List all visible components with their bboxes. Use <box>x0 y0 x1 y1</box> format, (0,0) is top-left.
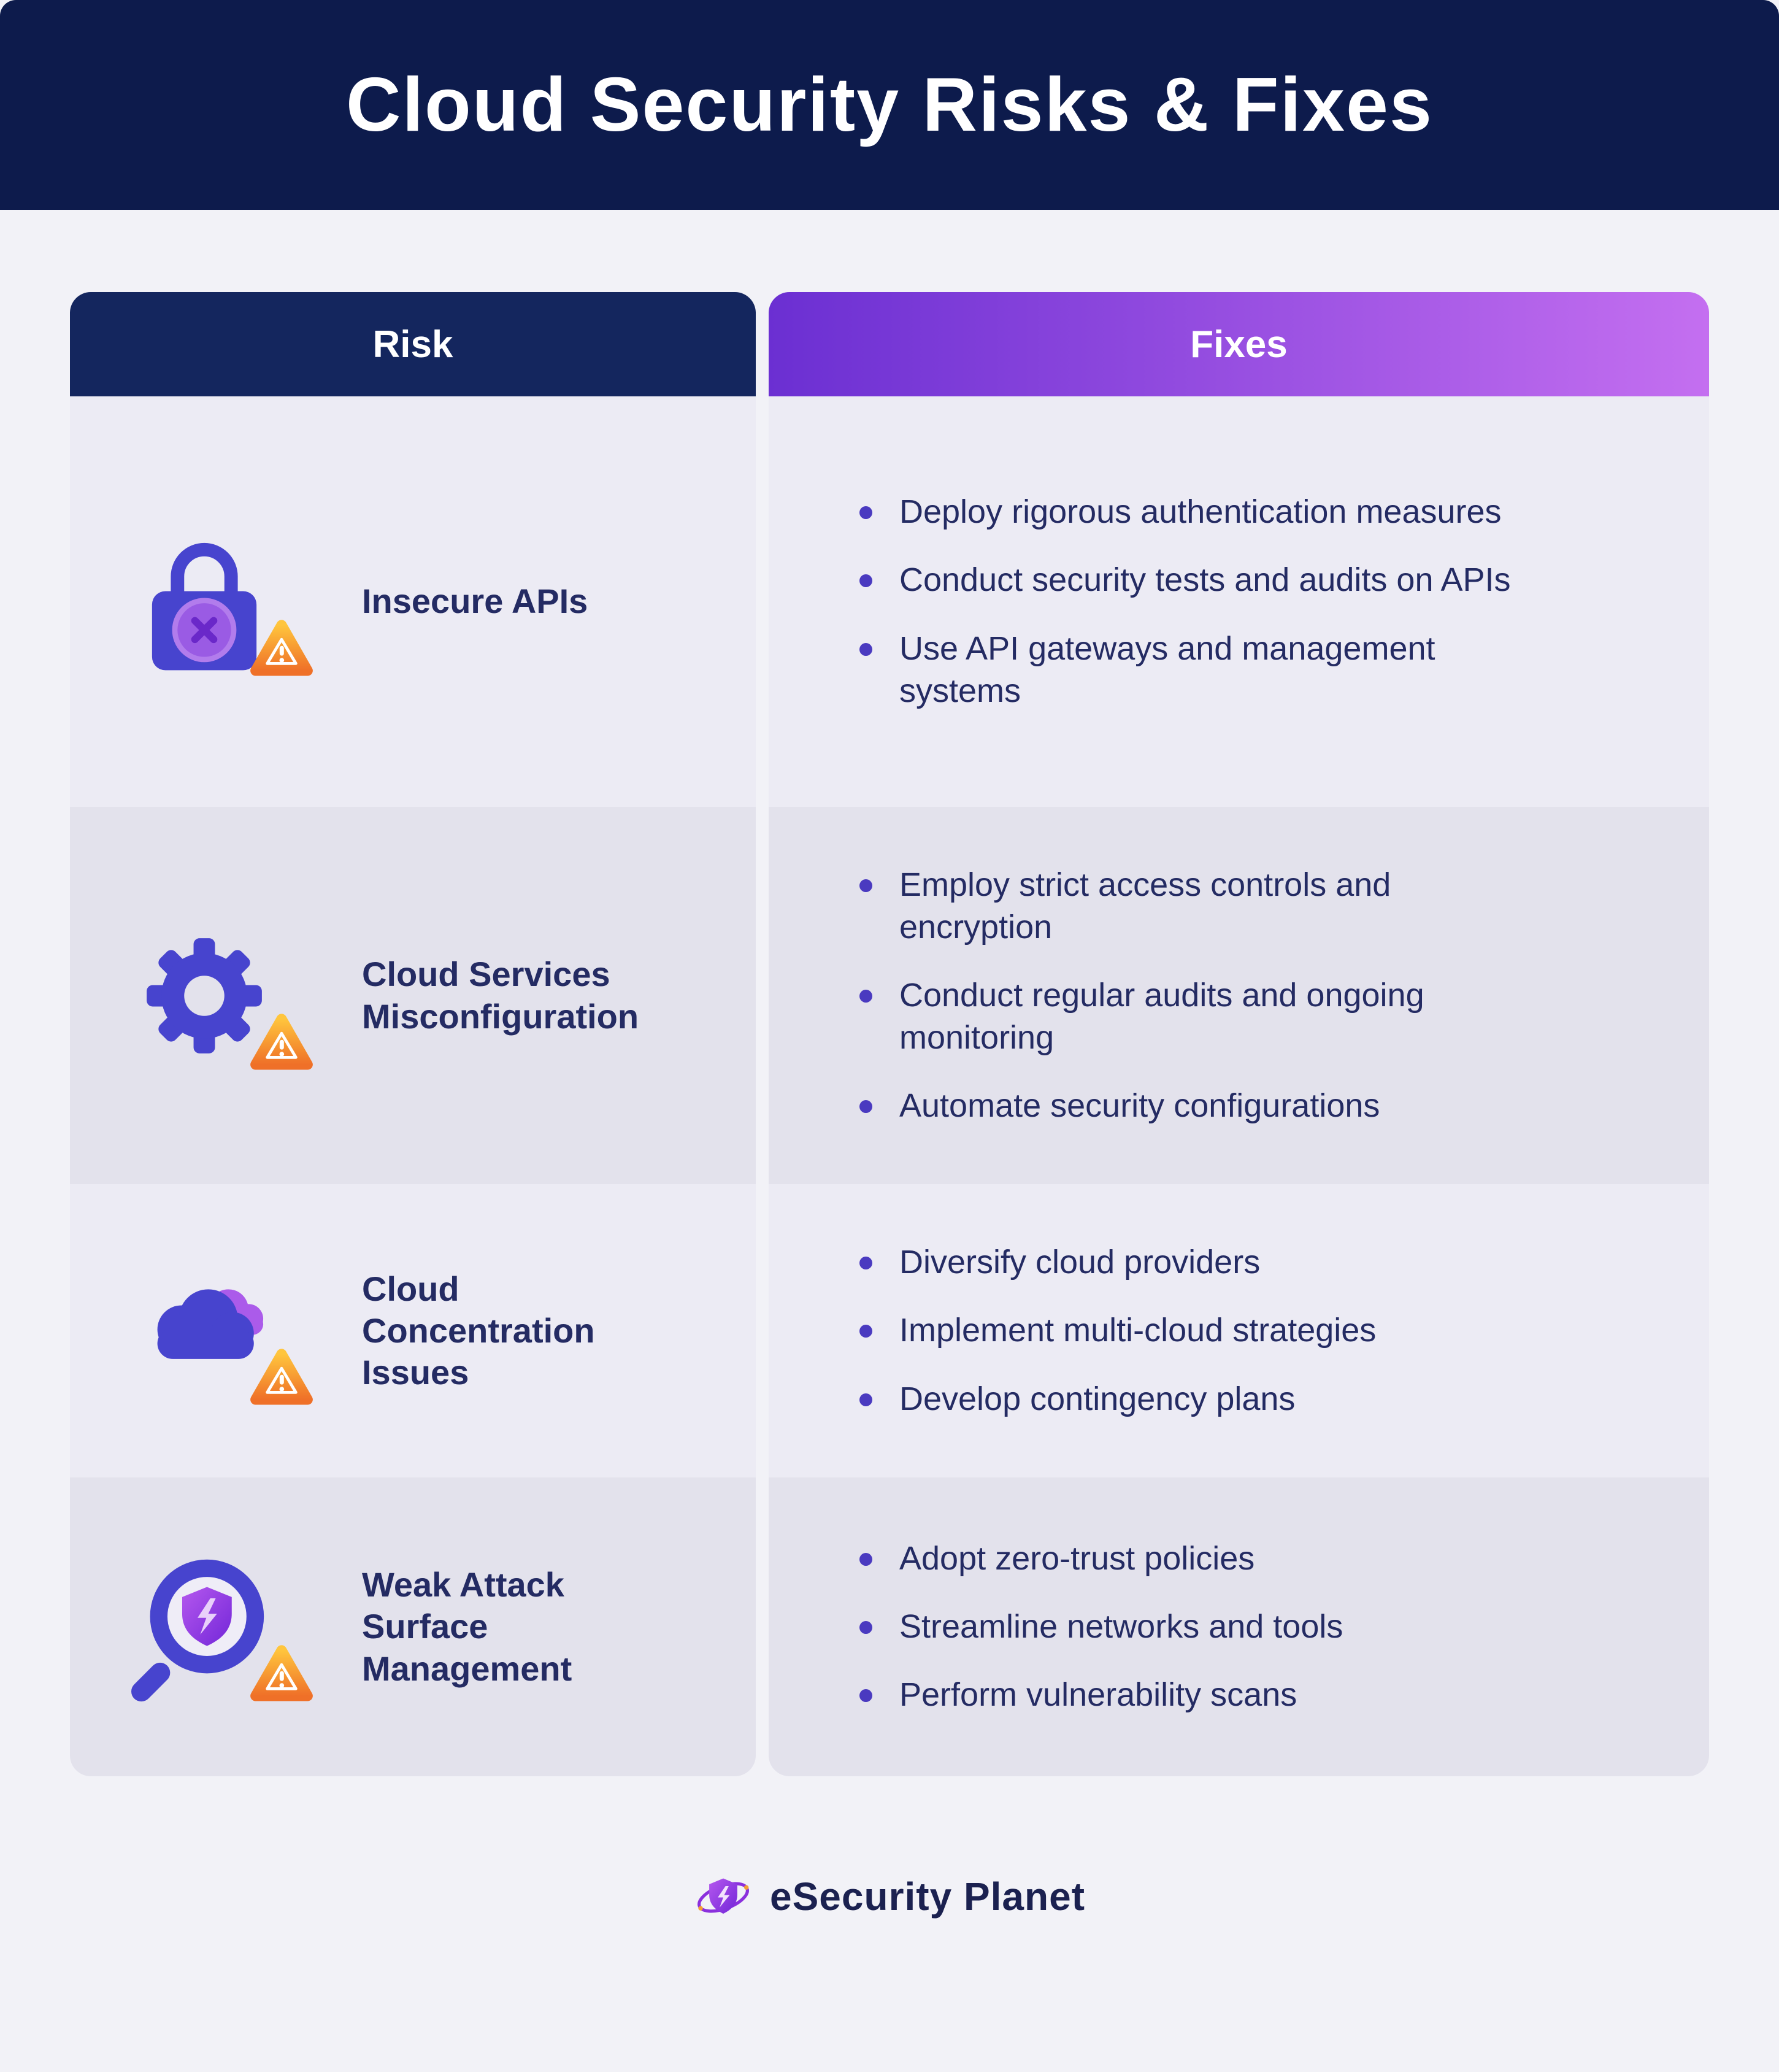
bullet-dot <box>859 1393 872 1406</box>
title-banner: Cloud Security Risks & Fixes <box>0 0 1779 210</box>
page-title: Cloud Security Risks & Fixes <box>346 63 1433 147</box>
risk-cell-misconfiguration: Cloud Services Misconfiguration <box>70 807 756 1184</box>
fix-item: Use API gateways and management systems <box>859 628 1525 712</box>
fix-item: Implement multi-cloud strategies <box>859 1309 1376 1352</box>
bullet-dot <box>859 1325 872 1338</box>
fixes-list: Diversify cloud providers Implement mult… <box>859 1241 1376 1420</box>
footer-brand: eSecurity Planet <box>0 1868 1779 1925</box>
esecurity-planet-logo-icon <box>697 1878 749 1914</box>
fixes-list: Deploy rigorous authentication measures … <box>859 491 1525 712</box>
fix-item: Employ strict access controls and encryp… <box>859 864 1525 949</box>
fix-item: Conduct regular audits and ongoing monit… <box>859 974 1525 1059</box>
fixes-list: Employ strict access controls and encryp… <box>859 864 1525 1128</box>
fix-item: Diversify cloud providers <box>859 1241 1376 1284</box>
fix-item: Deploy rigorous authentication measures <box>859 491 1525 533</box>
risk-fixes-table: Risk Fixes In <box>70 292 1709 1776</box>
bullet-dot <box>859 1552 872 1566</box>
fixes-cell-insecure-apis: Deploy rigorous authentication measures … <box>769 396 1709 807</box>
fix-item: Streamline networks and tools <box>859 1606 1343 1648</box>
warning-triangle-icon <box>250 619 313 676</box>
fix-item: Automate security configurations <box>859 1085 1525 1127</box>
risk-label: Insecure APIs <box>362 582 588 621</box>
bullet-dot <box>859 1620 872 1634</box>
fixes-column-header: Fixes <box>769 292 1709 396</box>
magnifier-shield-icon <box>131 1559 264 1701</box>
fixes-cell-concentration: Diversify cloud providers Implement mult… <box>769 1184 1709 1477</box>
misconfiguration-gear-icon <box>124 913 314 1079</box>
cloud-concentration-icon <box>124 1248 314 1414</box>
fix-item: Conduct security tests and audits on API… <box>859 559 1525 601</box>
risk-label: Weak Attack Surface Management <box>362 1565 572 1688</box>
risk-label: Cloud Services Misconfiguration <box>362 955 639 1036</box>
cloud-icon <box>157 1289 264 1359</box>
warning-triangle-icon <box>250 1013 313 1070</box>
fixes-cell-attack-surface: Adopt zero-trust policies Streamline net… <box>769 1477 1709 1776</box>
fixes-cell-misconfiguration: Employ strict access controls and encryp… <box>769 807 1709 1184</box>
bullet-dot <box>859 879 872 892</box>
fixes-header-label: Fixes <box>1190 323 1288 366</box>
lock-icon <box>152 542 257 670</box>
bullet-dot <box>859 1689 872 1703</box>
fix-item: Perform vulnerability scans <box>859 1674 1343 1716</box>
bullet-dot <box>859 642 872 656</box>
attack-surface-magnifier-icon <box>124 1544 314 1710</box>
fixes-list: Adopt zero-trust policies Streamline net… <box>859 1538 1343 1716</box>
risk-cell-concentration: Cloud Concentration Issues <box>70 1184 756 1477</box>
brand-name: eSecurity Planet <box>770 1874 1085 1919</box>
risk-cell-attack-surface: Weak Attack Surface Management <box>70 1477 756 1776</box>
warning-triangle-icon <box>250 1349 313 1405</box>
risk-label: Cloud Concentration Issues <box>362 1269 595 1392</box>
bullet-dot <box>859 574 872 588</box>
risk-header-label: Risk <box>372 323 453 366</box>
bullet-dot <box>859 989 872 1003</box>
risk-cell-insecure-apis: Insecure APIs <box>70 396 756 807</box>
fix-item: Develop contingency plans <box>859 1378 1376 1420</box>
fix-item: Adopt zero-trust policies <box>859 1538 1343 1580</box>
risk-column-header: Risk <box>70 292 756 396</box>
insecure-api-lock-icon <box>124 519 314 685</box>
bullet-dot <box>859 1257 872 1270</box>
bullet-dot <box>859 506 872 520</box>
warning-triangle-icon <box>250 1644 313 1701</box>
gear-icon <box>147 938 262 1053</box>
bullet-dot <box>859 1100 872 1114</box>
